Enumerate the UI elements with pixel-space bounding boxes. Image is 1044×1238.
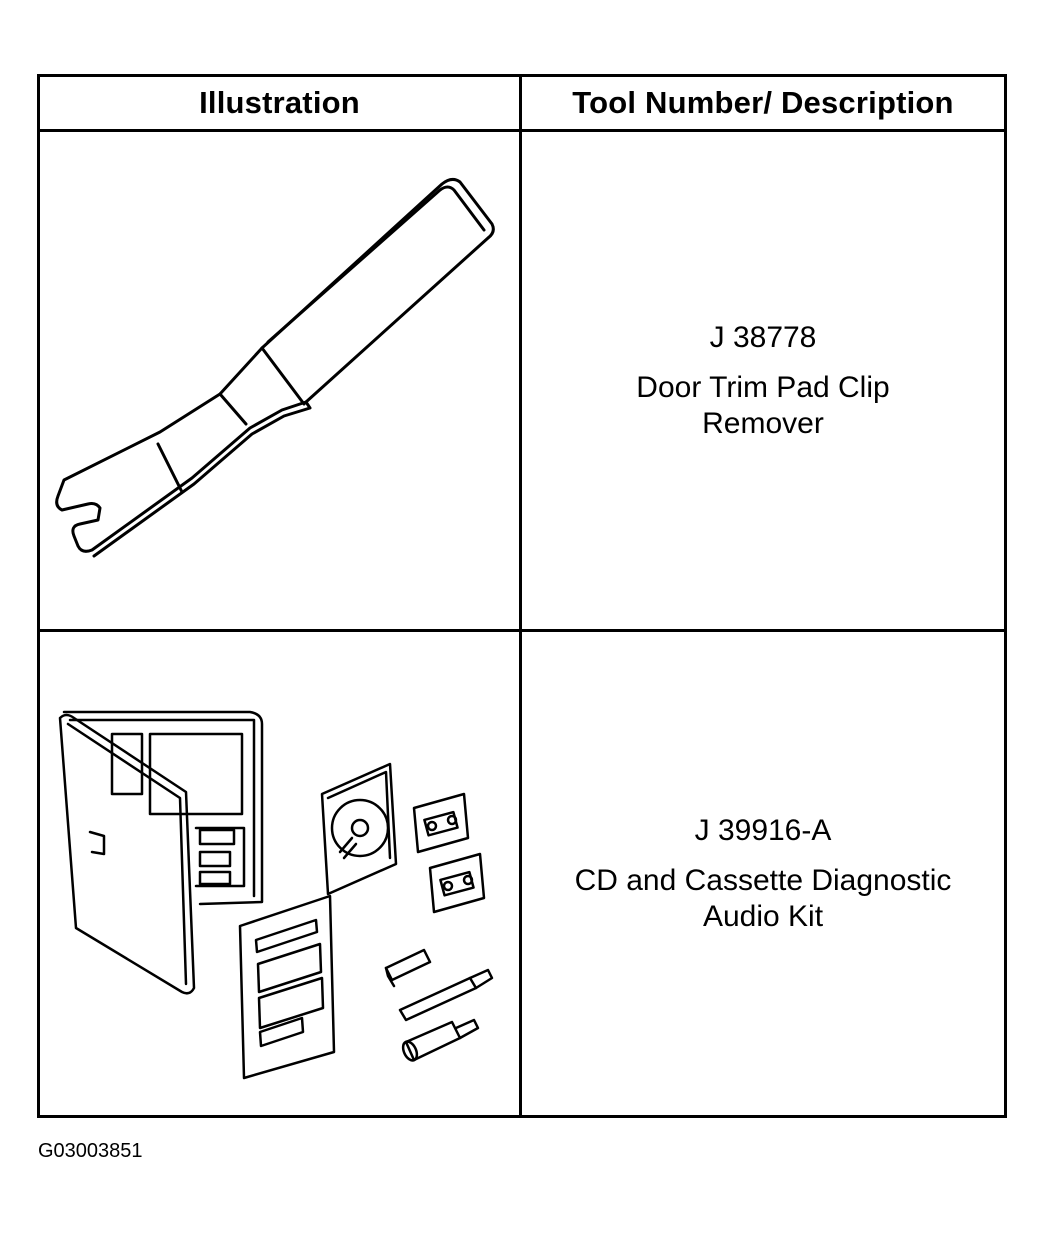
table-row: J 39916-A CD and Cassette Diagnostic Aud… [40,632,1004,1115]
tool-number: J 38778 [709,320,817,354]
header-illustration: Illustration [40,77,522,132]
tool-number: J 39916-A [694,813,832,847]
description-cell: J 39916-A CD and Cassette Diagnostic Aud… [522,632,1004,1115]
description-cell: J 38778 Door Trim Pad Clip Remover [522,132,1004,629]
tool-table: Illustration Tool Number/ Description [37,74,1007,1118]
illustration-cell [40,132,522,629]
header-tool-description: Tool Number/ Description [522,77,1004,132]
tool-description: Door Trim Pad Clip Remover [636,370,890,440]
clip-remover-tool-icon [55,177,495,558]
tool-description: CD and Cassette Diagnostic Audio Kit [574,863,952,933]
illustration-cell [40,632,522,1115]
table-row: J 38778 Door Trim Pad Clip Remover [40,132,1004,632]
figure-id: G03003851 [38,1140,143,1162]
audio-diagnostic-kit-icon [58,710,494,1080]
